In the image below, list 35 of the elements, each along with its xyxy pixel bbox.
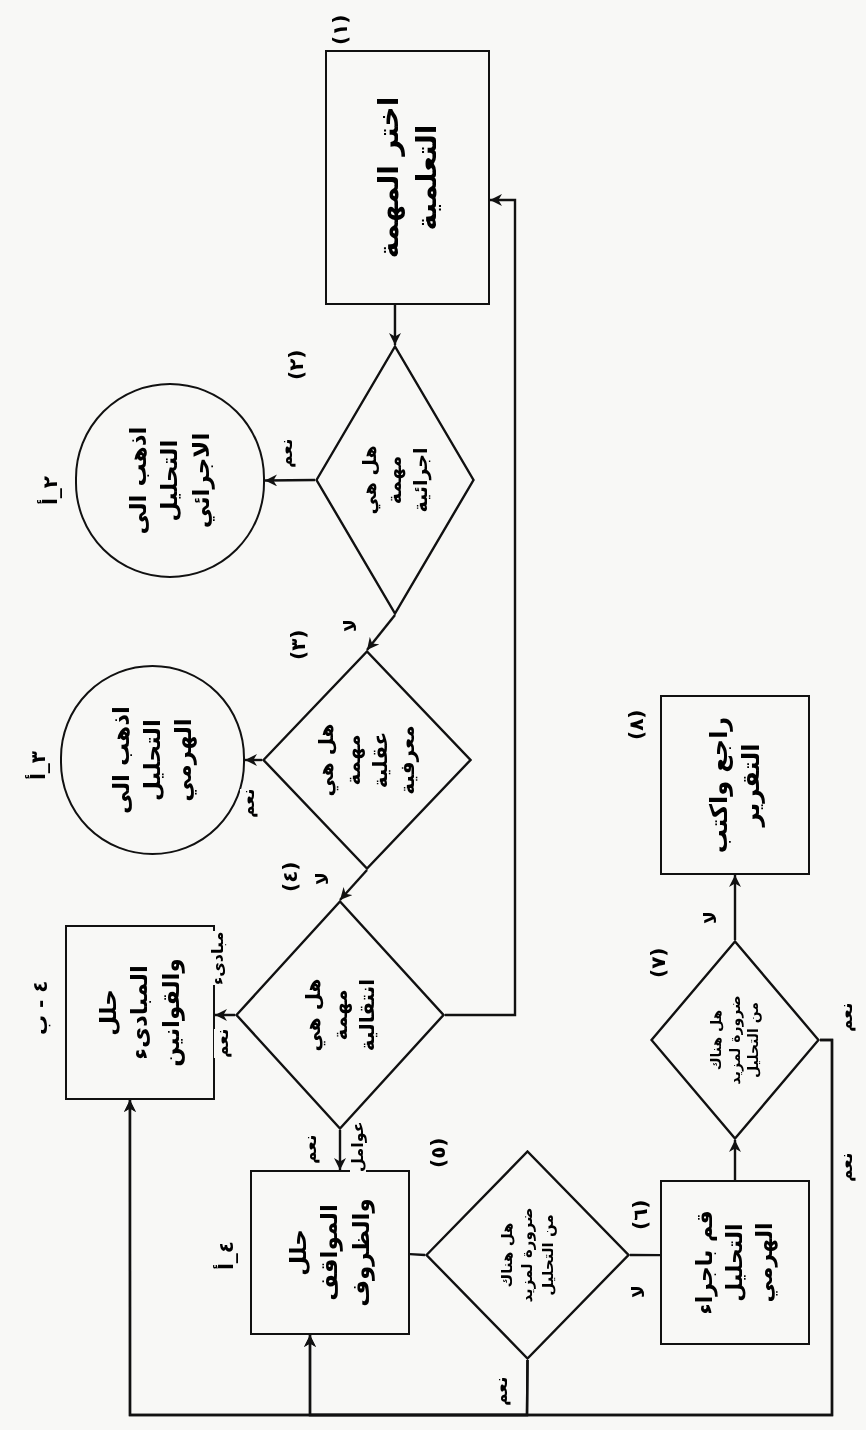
edge-label: لا (314, 872, 331, 885)
edge-label: لا (342, 619, 359, 632)
arrow (123, 1038, 834, 1417)
arrow (366, 614, 396, 651)
decision-diamond: هل هي مهمة اجرائية (315, 345, 475, 615)
step-label: (٧) (648, 947, 668, 978)
edge-label: نعم (214, 1028, 231, 1058)
step-label: (٦) (630, 1199, 650, 1230)
step-label: (٢) (286, 349, 306, 380)
arrow (729, 875, 741, 940)
connector-line (630, 1253, 660, 1257)
arrow (215, 1009, 235, 1021)
arrow (389, 305, 401, 345)
process-box: اختر المهمة التعلمية (325, 50, 490, 305)
step-label: (٨) (626, 709, 646, 740)
step-label: (١) (330, 14, 350, 45)
arrow (334, 1130, 346, 1170)
process-box: حلل المواقف والظروف (250, 1170, 410, 1335)
step-label: (٣) (288, 629, 308, 660)
arrow (265, 474, 315, 487)
process-box: راجع واكتب التقرير (660, 695, 810, 875)
branch-label: مبادىء (210, 931, 226, 985)
edge-label: لا (630, 1285, 647, 1298)
arrow (729, 1140, 741, 1180)
arrow (445, 193, 517, 1017)
edge-label: لا (702, 911, 719, 924)
process-box: قم باجراء التحليل الهرمي (660, 1180, 810, 1345)
step-label: ٤ - ب (30, 980, 50, 1035)
step-label: (٤) (280, 861, 300, 892)
arrow (339, 869, 368, 901)
edge-label: نعم (240, 788, 257, 818)
step-label: (٥) (428, 1137, 448, 1168)
branch-label: عوامل (350, 1121, 366, 1172)
connector-line (409, 1252, 426, 1257)
arrow (245, 754, 262, 766)
